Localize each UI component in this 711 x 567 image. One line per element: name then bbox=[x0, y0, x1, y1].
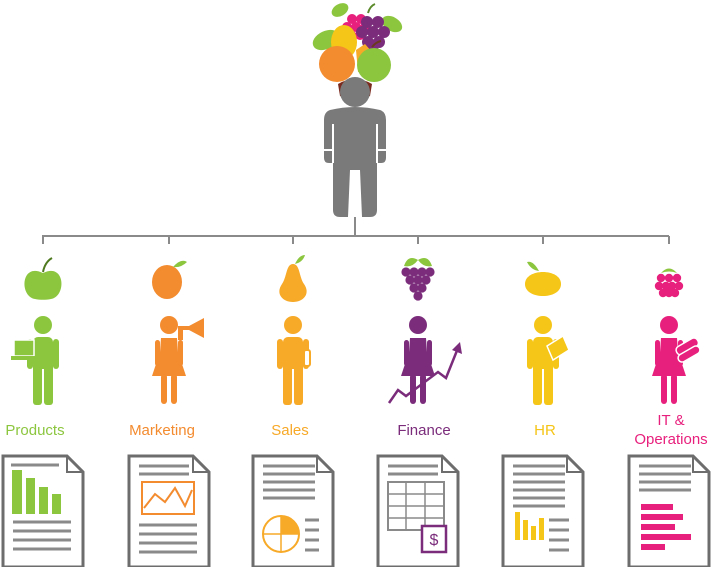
orange-icon bbox=[152, 260, 187, 299]
person-head bbox=[34, 316, 52, 334]
phone-icon bbox=[303, 349, 311, 367]
raspberry-icon bbox=[654, 268, 684, 298]
pear-icon bbox=[279, 255, 307, 302]
document-icon-it-ops bbox=[627, 454, 711, 567]
leader-figure-icon bbox=[312, 3, 403, 217]
grapes-icon bbox=[401, 258, 435, 301]
person-icon-sales bbox=[277, 316, 311, 405]
person-icon-marketing bbox=[152, 316, 204, 404]
lemon-icon bbox=[525, 261, 561, 296]
small-bar-chart-icon bbox=[515, 512, 544, 540]
document-icon-sales bbox=[251, 454, 335, 567]
fruit-hat-icon bbox=[312, 3, 403, 82]
department-finance: $ bbox=[376, 258, 462, 567]
person-head bbox=[409, 316, 427, 334]
document-page bbox=[127, 454, 211, 567]
person-icon-hr bbox=[527, 316, 570, 405]
person-icon-finance bbox=[387, 316, 462, 404]
dept-label-marketing: Marketing bbox=[129, 422, 195, 439]
horizontal-bar-chart-icon bbox=[641, 504, 691, 550]
person-head bbox=[660, 316, 678, 334]
dept-label-finance: Finance bbox=[397, 422, 451, 439]
dollar-sign-text: $ bbox=[430, 532, 439, 549]
dept-label-sales: Sales bbox=[271, 422, 309, 439]
department-marketing bbox=[127, 260, 211, 567]
document-icon-finance: $ bbox=[376, 454, 460, 567]
line-chart-icon bbox=[141, 481, 195, 515]
spreadsheet-icon: $ bbox=[387, 481, 448, 554]
department-hr bbox=[501, 261, 585, 567]
pie-chart-icon bbox=[262, 515, 300, 553]
folder-icon bbox=[546, 334, 570, 362]
org-connector-lines bbox=[42, 217, 670, 244]
document-icon-hr bbox=[501, 454, 585, 567]
document-icon-products bbox=[1, 454, 85, 567]
dept-label-products: Products bbox=[5, 422, 65, 439]
person-icon-products bbox=[11, 316, 59, 405]
dept-label-hr: HR bbox=[534, 422, 556, 439]
apple-icon bbox=[24, 257, 62, 300]
dept-label-it-operations: IT & Operations bbox=[634, 412, 708, 448]
department-products bbox=[1, 257, 85, 567]
department-it-ops bbox=[627, 268, 711, 567]
document-icon-marketing bbox=[127, 454, 211, 567]
person-icon-it-ops bbox=[652, 316, 701, 404]
person-head bbox=[534, 316, 552, 334]
department-sales bbox=[251, 255, 335, 567]
trend-line-icon bbox=[387, 347, 460, 404]
bar-chart-icon bbox=[12, 470, 61, 514]
laptop-icon bbox=[13, 339, 35, 357]
person-head bbox=[160, 316, 178, 334]
person-head bbox=[284, 316, 302, 334]
megaphone-icon bbox=[178, 318, 204, 338]
dollar-box-icon bbox=[420, 524, 448, 554]
